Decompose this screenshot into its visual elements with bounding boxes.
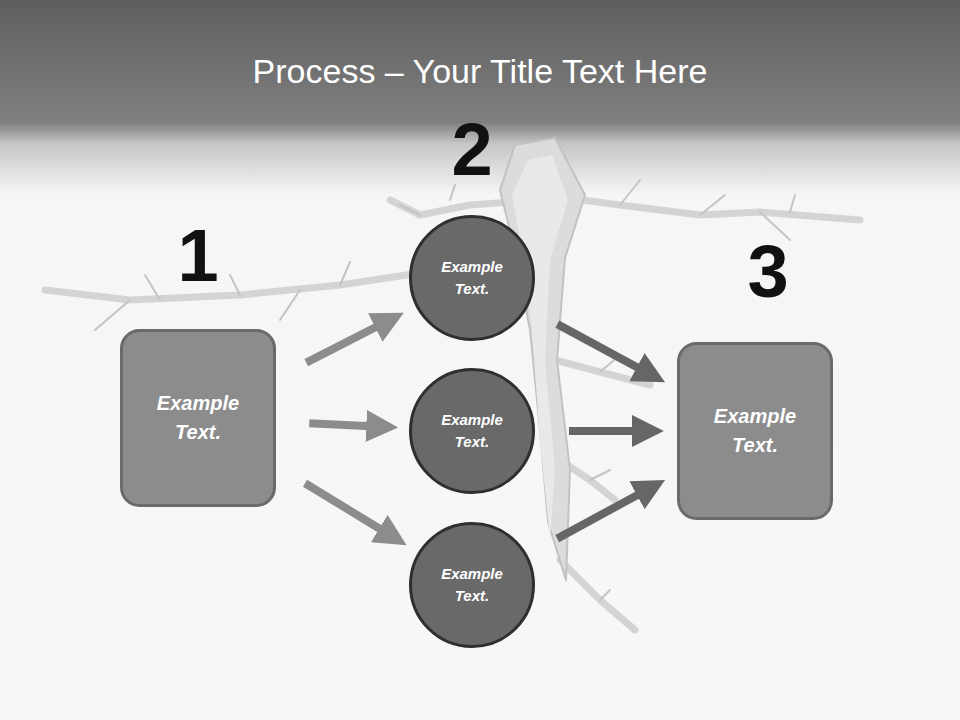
slide-title: Process – Your Title Text Here [0,52,960,91]
process-arrow [557,491,645,539]
process-box: Example Text. [120,329,276,507]
text-holder: Example Text. [691,402,819,460]
process-arrow [557,324,645,372]
box-shape [679,344,832,519]
node-text: Example Text. [429,256,515,300]
callout-number: 2 [451,113,492,187]
node-text: Example Text. [429,409,515,453]
node-text: Example Text. [691,402,819,460]
process-circle: Example Text. [409,215,535,341]
process-arrow [305,483,387,533]
process-circle: Example Text. [409,368,535,494]
box-shape [122,331,275,506]
process-box: Example Text. [677,342,833,520]
callout-number: 1 [177,219,218,293]
node-text: Example Text. [134,389,262,447]
process-arrow [569,427,642,435]
circle-outline [409,522,535,648]
node-text: Example Text. [429,563,515,607]
circle-shape [411,524,534,647]
circle-shape [411,217,534,340]
callout-number: 3 [747,235,788,309]
circle-outline [409,368,535,494]
process-arrow [309,423,376,426]
box-outline [677,342,833,520]
box-outline [120,329,276,507]
text-holder: Example Text. [429,256,515,300]
text-holder: Example Text. [429,563,515,607]
text-holder: Example Text. [429,409,515,453]
process-circle: Example Text. [409,522,535,648]
circle-outline [409,215,535,341]
circle-shape [411,370,534,493]
text-holder: Example Text. [134,389,262,447]
process-arrow [306,323,384,363]
